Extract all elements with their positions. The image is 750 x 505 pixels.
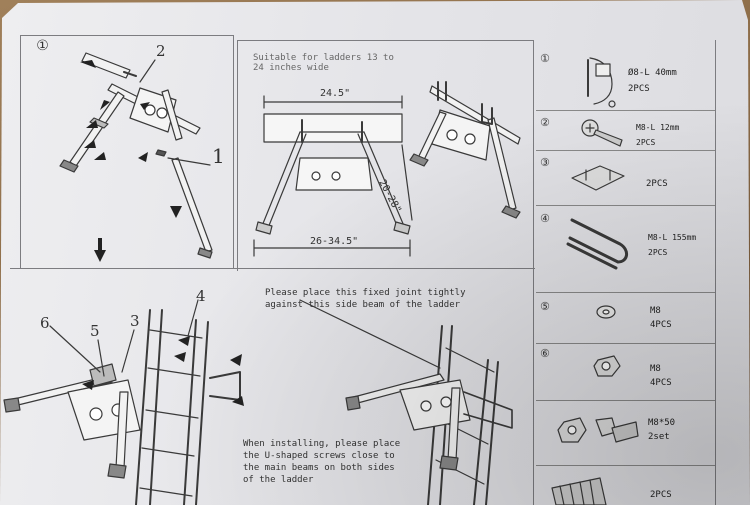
- assembled-frame-drawing: [409, 81, 521, 219]
- installed-view-drawing: [299, 299, 513, 505]
- part-spec: M8: [650, 306, 661, 316]
- part-qty: 2PCS: [628, 84, 650, 94]
- parts-column-right-border: [715, 40, 717, 505]
- frame-mid-panel: [237, 40, 533, 271]
- bracket-icon: [571, 165, 625, 191]
- step-number: ①: [36, 38, 49, 54]
- part-spec: M8*50: [648, 418, 676, 428]
- ladder-install-drawing: [3, 299, 241, 505]
- bolt-nut-set-icon: [557, 417, 639, 443]
- u-bolt-icon: [566, 218, 628, 270]
- nut-icon: [593, 355, 621, 377]
- part-spec: M8: [650, 364, 661, 374]
- part-qty: 2set: [648, 432, 670, 442]
- parts-row-divider: [536, 205, 716, 206]
- part-qty: 4PCS: [650, 378, 672, 388]
- part-spec: M8-L 155mm: [648, 233, 697, 242]
- dimension-bottom: 26-34.5": [310, 236, 359, 247]
- parts-row-divider: [536, 465, 716, 466]
- part-spec: M8-L 12mm: [636, 123, 680, 132]
- part-qty: 4PCS: [650, 320, 672, 330]
- dimension-top: 24.5": [320, 88, 351, 99]
- ladder-width-note-line2: 24 inches wide: [253, 63, 329, 73]
- part-number: ②: [540, 116, 550, 129]
- u-screw-note-line3: the main beams on both sides: [243, 463, 395, 473]
- part-qty: 2PCS: [636, 138, 656, 147]
- part-number: ⑤: [540, 300, 550, 313]
- fixed-joint-note-line2: against this side beam of the ladder: [265, 300, 461, 310]
- screw-icon: [581, 119, 623, 147]
- exploded-frame-drawing: [59, 52, 213, 259]
- part-number: ①: [540, 52, 550, 65]
- part-number: ⑥: [540, 347, 550, 360]
- parts-row-divider: [536, 150, 716, 151]
- frame-parts-column: [533, 40, 535, 505]
- callout-5: 5: [90, 322, 100, 340]
- frame-left-panel: [20, 35, 234, 268]
- foot-cap-icon: [551, 477, 607, 505]
- u-screw-note-line4: of the ladder: [243, 475, 314, 485]
- parts-row-divider: [536, 400, 716, 401]
- callout-3: 3: [130, 312, 140, 330]
- callout-2: 2: [156, 42, 166, 60]
- part-spec: Ø8-L 40mm: [628, 68, 677, 78]
- washer-icon: [596, 305, 616, 319]
- callout-4: 4: [196, 287, 206, 305]
- fixed-joint-note-line1: Please place this fixed joint tightly: [265, 288, 466, 298]
- u-screw-note-line2: the U-shaped screws close to: [243, 451, 395, 461]
- frame-horizontal-divider: [10, 268, 535, 270]
- part-number: ③: [540, 156, 550, 169]
- parts-row-divider: [536, 292, 716, 293]
- parts-row-divider: [536, 343, 716, 344]
- ladder-width-note-line1: Suitable for ladders 13 to: [253, 53, 394, 63]
- callout-1: 1: [212, 144, 225, 168]
- part-number: ④: [540, 212, 550, 225]
- step1-arrows: [80, 60, 182, 262]
- part-qty: 2PCS: [648, 248, 668, 257]
- part-qty: 2PCS: [650, 490, 672, 500]
- pin-icon: [587, 57, 616, 108]
- callout-6: 6: [40, 314, 50, 332]
- part-qty: 2PCS: [646, 179, 668, 189]
- bottom-left-arrows: [82, 336, 244, 406]
- parts-row-divider: [536, 110, 716, 111]
- u-screw-note-line1: When installing, please place: [243, 439, 401, 449]
- dimension-drawing: [253, 95, 413, 257]
